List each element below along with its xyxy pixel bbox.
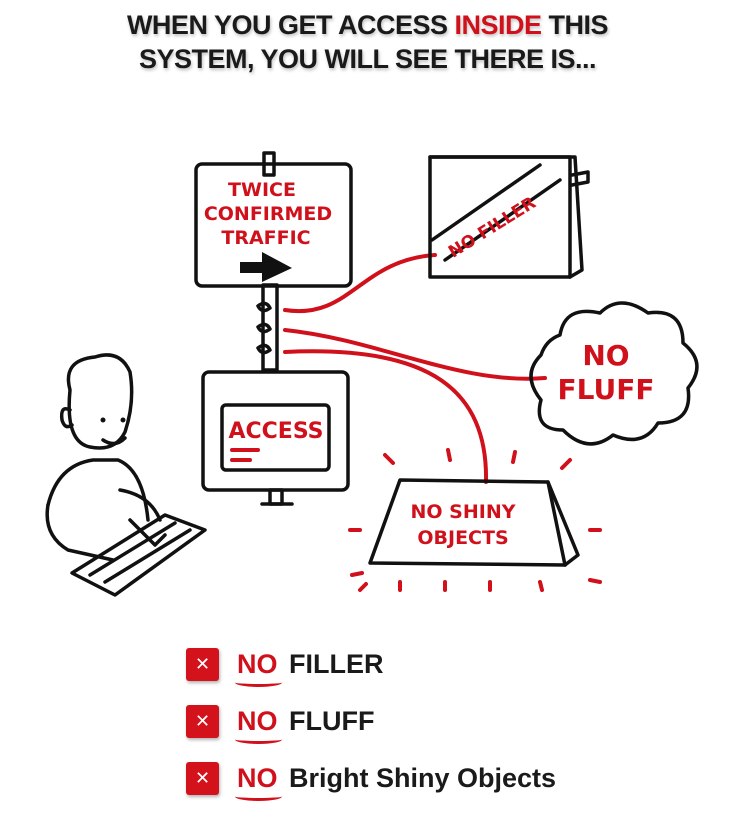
no-label: NO [237,705,278,736]
person-at-keyboard [45,353,207,597]
list-item: ✕ NO FLUFF [186,703,556,739]
fluff-cloud: NO FLUFF [529,301,699,446]
shiny-objects-bar: NO SHINY OBJECTS [348,448,602,592]
svg-text:NO SHINY: NO SHINY [411,501,516,523]
svg-text:CONFIRMED: CONFIRMED [204,203,332,225]
x-icon: ✕ [186,647,219,681]
spring-icon [256,301,272,355]
access-monitor: ACCESS [201,370,350,506]
svg-text:TWICE: TWICE [228,179,296,201]
svg-text:NO FILLER: NO FILLER [445,193,539,262]
svg-text:FLUFF: FLUFF [558,373,655,406]
svg-text:NO: NO [582,339,629,372]
wire-to-bar [283,349,489,484]
headline-line-2: SYSTEM, YOU WILL SEE THERE IS... [138,44,597,74]
x-icon: ✕ [186,704,219,738]
no-label: NO [237,762,278,793]
svg-text:ACCESS: ACCESS [228,419,323,444]
wire-to-cloud [283,328,547,381]
list-item: ✕ NO Bright Shiny Objects [186,760,556,796]
arrow-right-icon [240,252,292,282]
system-illustration: TWICE CONFIRMED TRAFFIC NO FILLER NO FLU… [45,151,699,597]
shine-marks [348,448,602,592]
headline-line-1: WHEN YOU GET ACCESS INSIDE THIS [126,10,609,40]
svg-text:OBJECTS: OBJECTS [417,527,508,549]
filler-box: NO FILLER [428,155,590,279]
wire-to-box [283,253,437,314]
headline-accent: INSIDE [454,10,543,40]
x-icon: ✕ [186,761,219,795]
no-label: NO [237,648,278,679]
headline: WHEN YOU GET ACCESS INSIDE THIS SYSTEM, … [0,8,735,76]
svg-text:TRAFFIC: TRAFFIC [221,227,310,249]
checklist: ✕ NO FILLER ✕ NO FLUFF ✕ NO Bright Shiny… [186,646,556,817]
list-item: ✕ NO FILLER [186,646,556,682]
traffic-sign: TWICE CONFIRMED TRAFFIC [194,151,353,372]
